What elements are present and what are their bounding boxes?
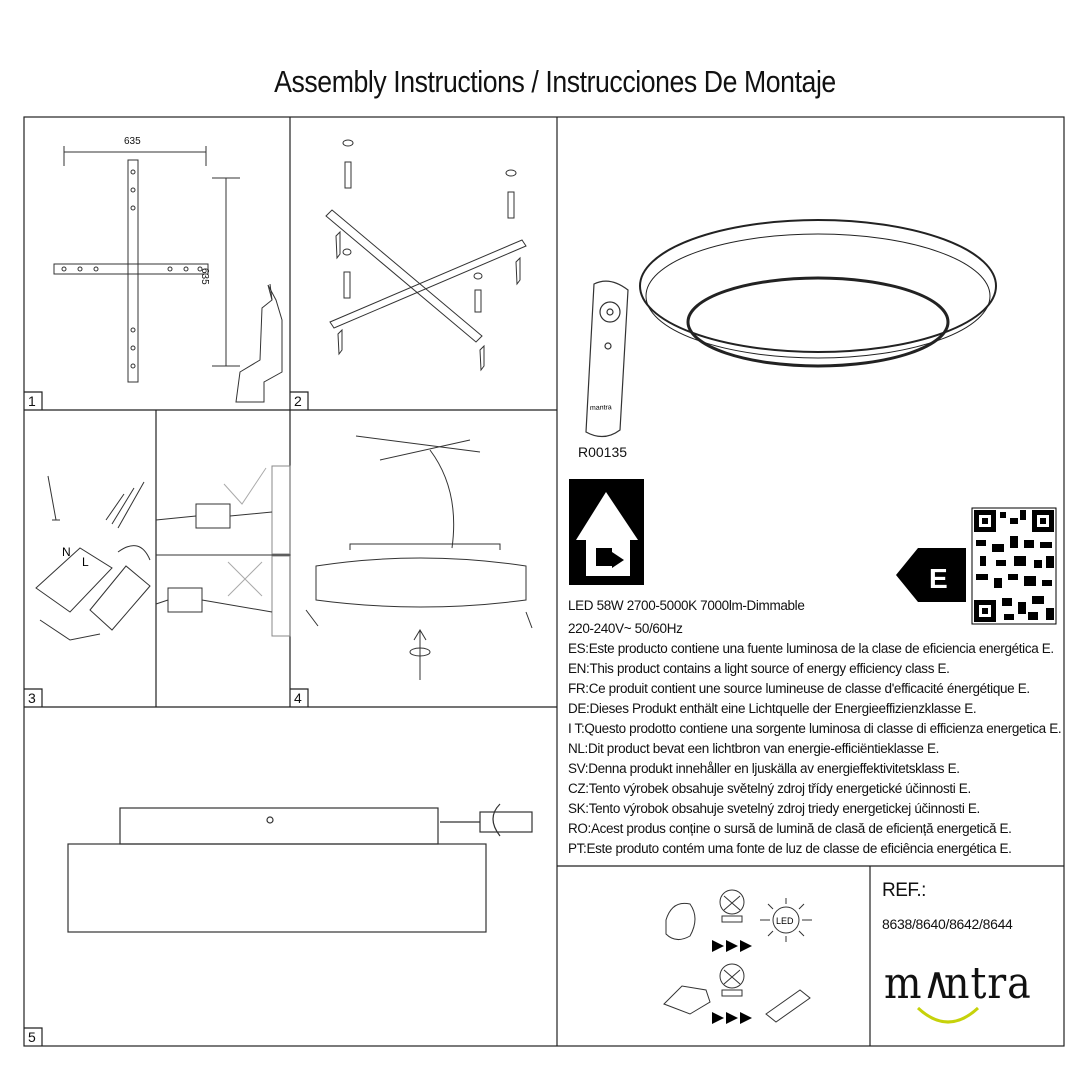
- terminal-l: L: [82, 555, 89, 569]
- brand-logo: m∧ntra: [884, 958, 1032, 1009]
- qr-code-icon: [971, 507, 1057, 625]
- panel-number-5: 5: [28, 1029, 36, 1045]
- brand-suffix: ntra: [944, 958, 1032, 1009]
- panel-number-1: 1: [28, 393, 36, 409]
- brand-caret-icon: ∧: [922, 958, 953, 1009]
- statement-cz: CZ:Tento výrobek obsahuje světelný zdroj…: [568, 781, 971, 796]
- outer-frame: [23, 116, 1065, 1047]
- statement-pt: PT:Este produto contém uma fonte de luz …: [568, 841, 1012, 856]
- arrow-icons: [712, 940, 752, 1024]
- indoor-use-icon: [569, 479, 644, 585]
- statement-fr: FR:Ce produit contient une source lumine…: [568, 681, 1030, 696]
- dimension-horizontal: 635: [124, 136, 141, 147]
- document-title: Assembly Instructions / Instrucciones De…: [274, 64, 836, 99]
- spec-power-line: LED 58W 2700-5000K 7000lm-Dimmable: [568, 598, 805, 613]
- statement-de: DE:Dieses Produkt enthält eine Lichtquel…: [568, 701, 977, 716]
- statement-es: ES:Este producto contiene una fuente lum…: [568, 641, 1054, 656]
- remote-model-code: R00135: [578, 444, 628, 460]
- energy-class-badge: [896, 548, 966, 602]
- statement-ro: RO:Acest produs conține o sursă de lumin…: [568, 821, 1012, 836]
- remote-control: [585, 280, 629, 438]
- ceiling-lamp-illustration: [639, 219, 997, 368]
- terminal-n: N: [62, 545, 71, 559]
- remote-logo: mantra: [590, 404, 612, 412]
- energy-class-letter: E: [929, 563, 948, 594]
- panel-number-4: 4: [294, 690, 302, 706]
- brand-smile-icon: [916, 1006, 980, 1024]
- statement-nl: NL:Dit product bevat een lichtbron van e…: [568, 741, 940, 756]
- panel3-terminal-diagram: [35, 475, 151, 641]
- led-icon-label: LED: [776, 916, 794, 926]
- panel1-bracket-diagram: [53, 146, 283, 403]
- reference-label: REF.:: [882, 880, 926, 901]
- panel4-hanging-diagram: [305, 435, 533, 680]
- statement-en: EN:This product contains a light source …: [568, 661, 950, 676]
- panel5-side-view: [67, 803, 533, 933]
- spec-voltage-line: 220-240V~ 50/60Hz: [568, 621, 683, 636]
- reference-codes: 8638/8640/8642/8644: [882, 916, 1013, 932]
- statement-sv: SV:Denna produkt innehåller en ljuskälla…: [568, 761, 960, 776]
- panel3-mounting-check: [155, 465, 291, 637]
- statement-sk: SK:Tento výrobok obsahuje svetelný zdroj…: [568, 801, 980, 816]
- statement-it: I T:Questo prodotto contiene una sorgent…: [568, 721, 1062, 736]
- dimension-vertical: 635: [199, 268, 210, 285]
- panel2-exploded-diagram: [325, 139, 527, 372]
- panel-number-3: 3: [28, 690, 36, 706]
- panel-number-2: 2: [294, 393, 302, 409]
- brand-prefix: m: [884, 958, 923, 1009]
- recycling-icons: [663, 889, 812, 1023]
